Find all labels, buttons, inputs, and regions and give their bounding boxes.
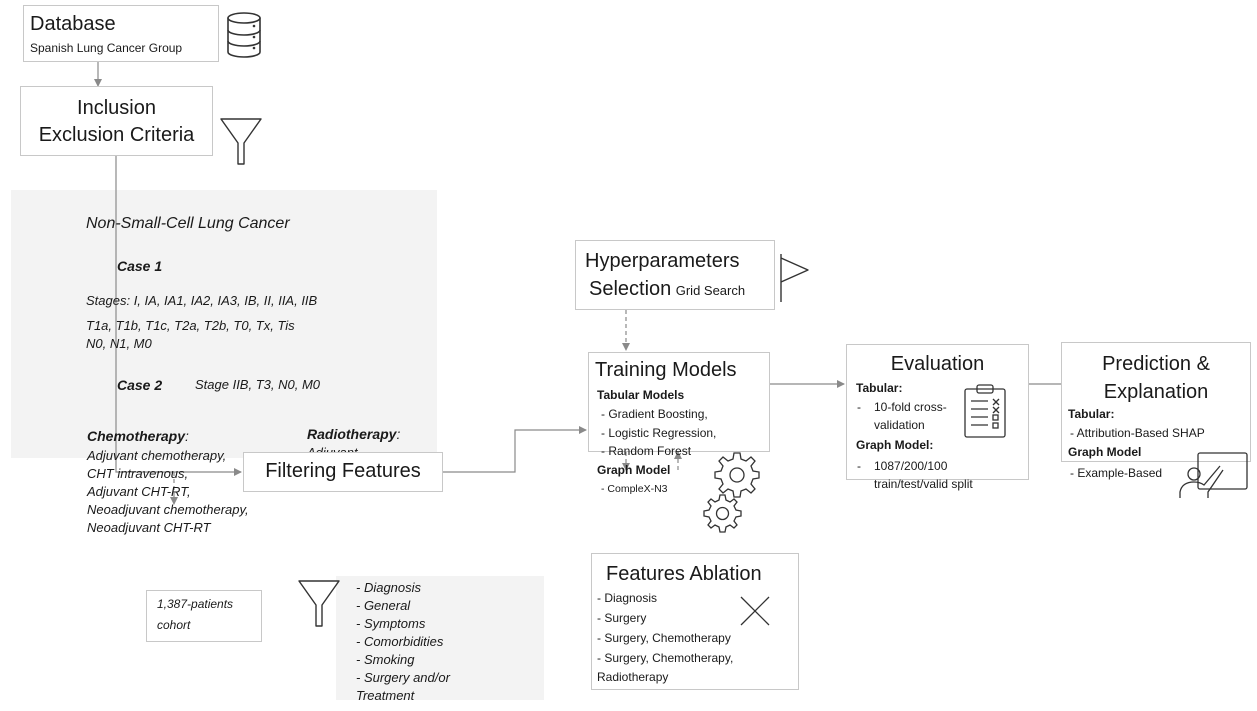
prediction-tabular-item: - Attribution-Based SHAP bbox=[1070, 426, 1205, 440]
cohort-line1: 1,387-patients bbox=[157, 597, 234, 611]
case1-label: Case 1 bbox=[117, 258, 163, 274]
prediction-line1: Prediction & bbox=[1102, 353, 1210, 375]
prediction-box bbox=[1061, 342, 1251, 462]
criteria-box bbox=[20, 86, 213, 156]
evaluation-graph-line2: train/test/valid split bbox=[874, 477, 973, 491]
gears-icon bbox=[703, 452, 760, 533]
chemo-item: CHT intravenous, bbox=[87, 466, 189, 481]
evaluation-dash: - bbox=[857, 400, 861, 414]
filtering-item: - Symptoms bbox=[356, 616, 426, 631]
filtering-item: - Surgery and/or bbox=[356, 670, 450, 685]
hyper-line2: Selection Grid Search bbox=[589, 278, 746, 300]
filtering-item: - Smoking bbox=[356, 652, 415, 667]
prediction-line2: Explanation bbox=[1103, 381, 1209, 403]
chemo-item: Adjuvant chemotherapy, bbox=[87, 448, 227, 463]
evaluation-dash: - bbox=[857, 459, 861, 473]
training-box bbox=[588, 352, 770, 452]
filtering-box bbox=[243, 452, 443, 492]
radio-label: Radiotherapy: bbox=[307, 426, 401, 442]
filtering-items-panel bbox=[336, 576, 544, 700]
chemo-item: Adjuvant CHT-RT, bbox=[87, 484, 191, 499]
training-title: Training Models bbox=[595, 359, 737, 381]
ablation-item: - Diagnosis bbox=[597, 591, 658, 605]
database-subtitle: Spanish Lung Cancer Group bbox=[30, 41, 183, 55]
training-tabular-item: - Logistic Regression, bbox=[601, 426, 717, 440]
prediction-graph-label: Graph Model bbox=[1068, 445, 1142, 459]
training-tabular-item: - Random Forest bbox=[601, 444, 692, 458]
filtering-item: - Diagnosis bbox=[356, 580, 422, 595]
ablation-box bbox=[591, 553, 799, 690]
case1-t-stages: T1a, T1b, T1c, T2a, T2b, T0, Tx, Tis bbox=[86, 318, 295, 333]
filter-icon bbox=[298, 580, 340, 627]
evaluation-title: Evaluation bbox=[890, 353, 985, 375]
hyper-box bbox=[575, 240, 775, 310]
criteria-line1: Inclusion bbox=[77, 97, 156, 119]
evaluation-tabular-line2: validation bbox=[874, 418, 925, 432]
cohort-line2: cohort bbox=[157, 618, 191, 632]
ablation-item: - Surgery, Chemotherapy, bbox=[597, 651, 734, 665]
database-title: Database bbox=[30, 13, 116, 35]
filtering-title: Filtering Features bbox=[265, 460, 421, 482]
case1-n-stages: N0, N1, M0 bbox=[86, 336, 152, 351]
evaluation-tabular-label: Tabular: bbox=[856, 381, 903, 395]
filtering-item: - General bbox=[356, 598, 411, 613]
evaluation-tabular-line1: 10-fold cross- bbox=[874, 400, 947, 414]
hyper-line1: Hyperparameters bbox=[585, 250, 740, 272]
chemo-item: Neoadjuvant CHT-RT bbox=[87, 520, 211, 535]
flag-icon bbox=[780, 254, 809, 302]
presenter-icon bbox=[1179, 452, 1248, 498]
criteria-line2: Exclusion Criteria bbox=[38, 124, 195, 146]
database-icon bbox=[227, 12, 261, 58]
training-tabular-label: Tabular Models bbox=[597, 388, 685, 402]
nsclc-title: Non-Small-Cell Lung Cancer bbox=[86, 215, 290, 232]
ablation-title: Features Ablation bbox=[606, 563, 762, 585]
chemo-item: Neoadjuvant chemotherapy, bbox=[87, 502, 249, 517]
database-box bbox=[23, 5, 219, 62]
case2-text: Stage IIB, T3, N0, M0 bbox=[195, 377, 320, 392]
checklist-icon bbox=[964, 384, 1006, 438]
chemo-label: Chemotherapy: bbox=[87, 428, 189, 444]
ablation-item: - Surgery bbox=[597, 611, 647, 625]
ablation-item: Radiotherapy bbox=[597, 670, 669, 684]
cohort-box bbox=[146, 590, 262, 642]
filter-icon bbox=[220, 118, 262, 165]
training-graph-item: - CompleX-N3 bbox=[601, 483, 668, 495]
filtering-item: - Comorbidities bbox=[356, 634, 444, 649]
evaluation-graph-label: Graph Model: bbox=[856, 438, 934, 452]
prediction-graph-item: - Example-Based bbox=[1070, 466, 1163, 480]
arrow-filtering-training bbox=[443, 426, 587, 473]
training-graph-label: Graph Model bbox=[597, 463, 671, 477]
ablation-item: - Surgery, Chemotherapy bbox=[597, 631, 731, 645]
prediction-tabular-label: Tabular: bbox=[1068, 407, 1115, 421]
filtering-item: Treatment bbox=[356, 688, 415, 703]
case2-label: Case 2 bbox=[117, 377, 163, 393]
case1-stages: Stages: I, IA, IA1, IA2, IA3, IB, II, II… bbox=[86, 293, 318, 308]
training-tabular-item: - Gradient Boosting, bbox=[601, 407, 708, 421]
x-icon bbox=[740, 596, 770, 626]
evaluation-graph-line1: 1087/200/100 bbox=[874, 459, 948, 473]
